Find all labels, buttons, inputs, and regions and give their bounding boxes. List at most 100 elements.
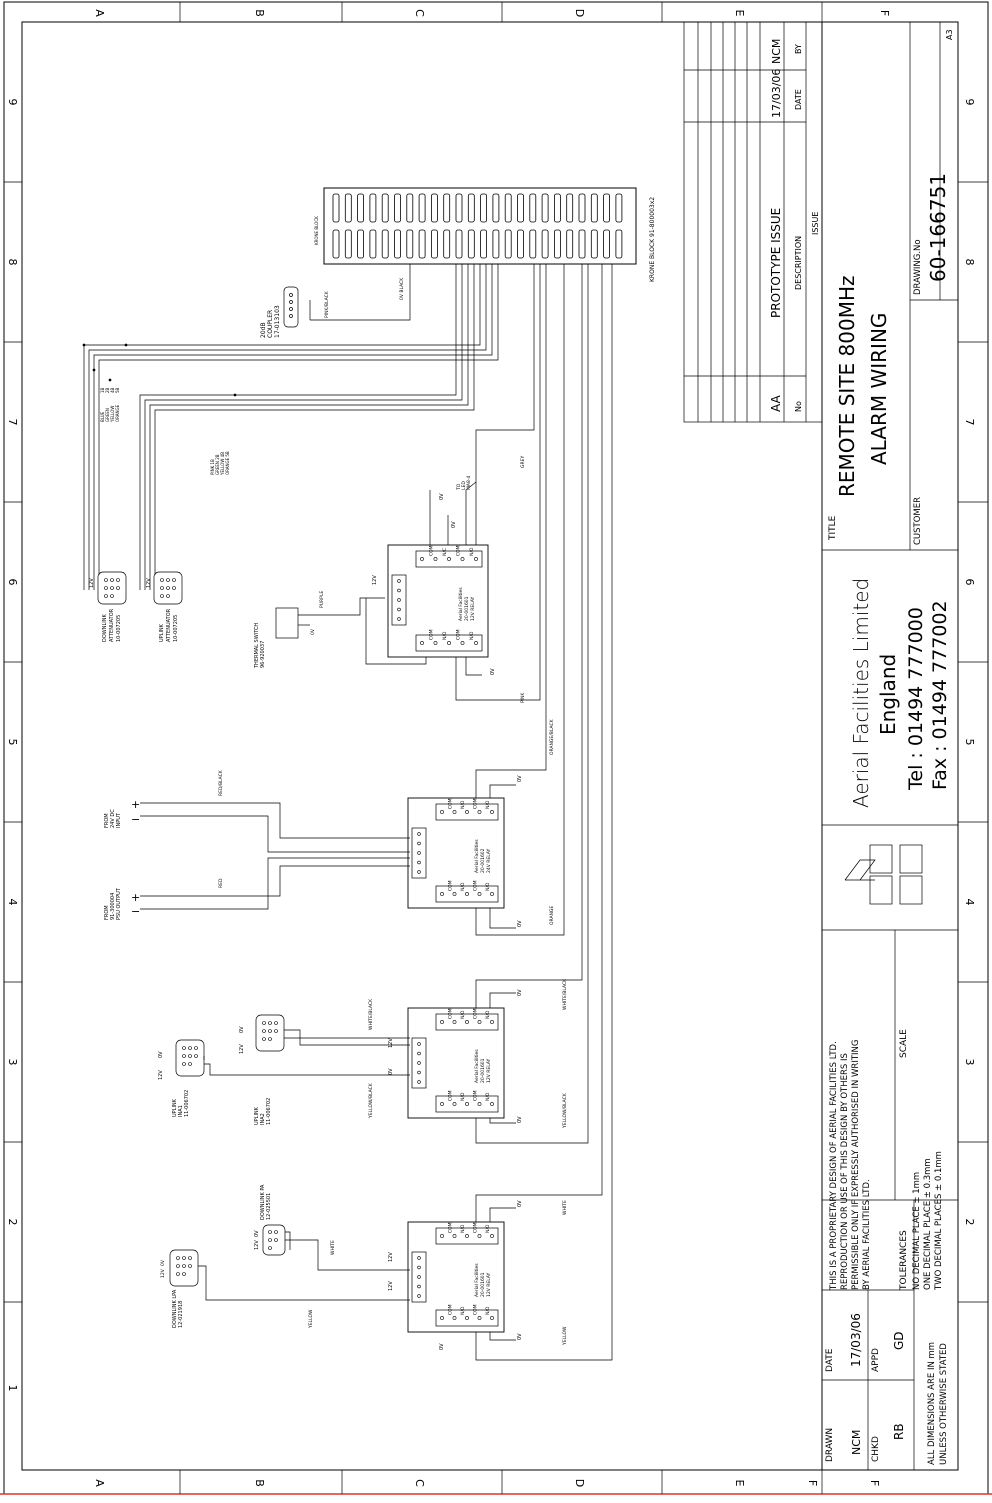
krone-terminal — [492, 193, 500, 223]
issue-by: NCM — [770, 39, 783, 64]
downlink-attenuator: 12V DOWNLINK ATTENUATOR 10-007205 — [89, 571, 127, 642]
ul-att-label-1: UPLINK — [159, 623, 165, 642]
to-led-label-2: LED — [461, 481, 467, 490]
proprietary-line-3: PERMISSIBLE ONLY IF EXPRESSLY AUTHORISED… — [851, 1040, 861, 1290]
ina2-12v: 12V — [239, 1044, 245, 1054]
grid-letter-b-top: B — [253, 9, 266, 17]
relay-terminal-label: N/O — [442, 631, 448, 640]
grid-letter-d-top: D — [573, 9, 586, 17]
krone-terminal — [394, 193, 401, 223]
krone-terminal — [344, 193, 352, 223]
wire-orange-5b: ORANGE 5B — [225, 451, 230, 475]
krone-terminal — [369, 193, 377, 223]
krone-terminal — [381, 229, 389, 259]
coupler-label-1: 20dB — [260, 322, 267, 338]
relay-terminal-label: N/O — [485, 1306, 491, 1315]
relay-terminal-label: N/O — [485, 1092, 491, 1101]
relay-module-label: 20-001602 — [480, 848, 486, 873]
ul-att-label-3: 10-007205 — [173, 615, 179, 642]
relay-module-label: Aerial Facilities — [474, 1049, 480, 1083]
relay-terminal-label: COM — [448, 1090, 454, 1101]
thermal-switch: THERMAL SWITCH 96-920037 PURPLE 0V — [254, 591, 385, 669]
wire-label-0v-black: 0V BLACK — [399, 277, 405, 300]
to-led-label-3: MA8-4 — [466, 476, 472, 490]
issue-by-label: BY — [794, 44, 803, 54]
dl-pa-label-1: DOWNLINK PA — [260, 1184, 266, 1220]
relay-module-label: 12V RELAY — [486, 1272, 492, 1297]
grid-number-3-right: 3 — [963, 1059, 976, 1066]
wire-yellow-4b: YELLOW 4B — [220, 452, 225, 476]
dl-pa-label-2: 12-025501 — [266, 1193, 272, 1220]
relay-c-12v: 12V — [388, 1038, 394, 1048]
dl-att-label-1: DOWNLINK — [102, 614, 108, 642]
proprietary-line-1: THIS IS A PROPRIETARY DESIGN OF AERIAL F… — [829, 1041, 839, 1291]
krone-terminal — [517, 229, 524, 259]
krone-terminal — [554, 229, 561, 259]
relay-terminal-label: COM — [473, 798, 479, 809]
dl-lpa-label-1: DOWNLINK LPA — [172, 1289, 178, 1328]
dimensions-note-2: UNLESS OTHERWISE STATED — [939, 1343, 949, 1465]
company-fax: Fax : 01494 777002 — [929, 600, 951, 790]
relay-terminal-label: N/O — [460, 1306, 466, 1315]
wire-yellow-black-label-right: YELLOW/BLACK — [562, 1092, 568, 1129]
krone-terminal — [492, 229, 500, 259]
issue-table: No DESCRIPTION DATE BY ISSUE AA PROTOTYP… — [683, 21, 823, 423]
grid-number-bands: 1 2 3 4 5 6 7 8 9 2 3 4 5 6 7 8 9 — [4, 99, 988, 1392]
thermal-switch-label: THERMAL SWITCH — [254, 623, 260, 669]
relay-terminal-label: COM — [456, 545, 462, 556]
grid-letter-e-top: E — [733, 10, 746, 17]
grid-number-3-left: 3 — [6, 1059, 19, 1066]
downlink-pa-connectors: 12V 0V DOWNLINK PA 12-025501 12V 0V DOWN… — [160, 1184, 410, 1329]
tolerance-two-decimal: TWO DECIMAL PLACES ± 0.1mm — [934, 1151, 944, 1291]
krone-terminal — [443, 193, 451, 223]
krone-terminal — [566, 229, 574, 259]
krone-terminal — [541, 229, 549, 259]
wire-pin-2b: 2B — [105, 387, 110, 393]
relay-b-0v-bottom: 0V — [517, 920, 523, 927]
title-label: TITLE — [828, 515, 838, 541]
grid-number-5-right: 5 — [963, 739, 976, 746]
grid-number-5-left: 5 — [6, 739, 19, 746]
input-24v-plus: + — [131, 798, 140, 811]
relay-a-0v-mid: 0V — [451, 521, 457, 528]
relay-a-extras: 12V 0V 0V TO LED MA8-4 GREY PINK 0V — [365, 264, 541, 703]
relay-module-label: Aerial Facilities — [474, 839, 480, 873]
from-24v-label-1: FROM — [104, 813, 110, 828]
grid-letter-f-bottom-left: F — [806, 1480, 819, 1486]
grid-number-6-right: 6 — [963, 579, 976, 586]
coupler-20db: 20dB COUPLER 17-013103 PINK/BLACK 0V BLA… — [260, 264, 411, 338]
grid-number-7-left: 7 — [6, 419, 19, 426]
issue-description-label: DESCRIPTION — [794, 236, 803, 290]
krone-terminal — [590, 229, 598, 259]
issue-date: 17/03/06 — [770, 69, 783, 118]
ul-att-label-2: ATTENUATOR — [166, 608, 172, 642]
relay-module-label: Aerial Facilities — [458, 587, 464, 621]
wire-label-pink-black: PINK/BLACK — [324, 290, 330, 318]
ina1-12v: 12V — [158, 1070, 164, 1080]
appd-value: GD — [892, 1331, 906, 1350]
proprietary-line-4: BY AERIAL FACILITIES LTD. — [862, 1179, 872, 1290]
company-name: Aerial Facilities Limited — [849, 578, 873, 808]
grid-letter-f-bottom-right: F — [868, 1480, 881, 1486]
grid-number-9-left: 9 — [6, 99, 19, 106]
issue-description: PROTOTYPE ISSUE — [769, 208, 783, 318]
krone-block: KRONE BLOCK KRONE BLOCK 91-800003x2 — [314, 187, 656, 282]
krone-terminal — [615, 193, 623, 223]
relay-d-0v-input: 0V — [439, 1343, 445, 1350]
krone-terminal — [455, 193, 463, 223]
scale-label: SCALE — [899, 1029, 909, 1058]
relay-c-0v-bottom: 0V — [517, 1116, 523, 1123]
relay-terminal-label: COM — [473, 1304, 479, 1315]
date-value: 17/03/06 — [849, 1313, 863, 1367]
relay-a-0v-bottom: 0V — [490, 668, 496, 675]
customer-label: CUSTOMER — [913, 497, 923, 545]
krone-terminal — [381, 193, 389, 223]
krone-terminal — [554, 193, 561, 223]
relay-module-label: 12V RELAY — [486, 1058, 492, 1083]
company-country: England — [876, 654, 900, 735]
grid-number-2-left: 2 — [6, 1219, 19, 1226]
krone-terminal — [430, 229, 438, 259]
